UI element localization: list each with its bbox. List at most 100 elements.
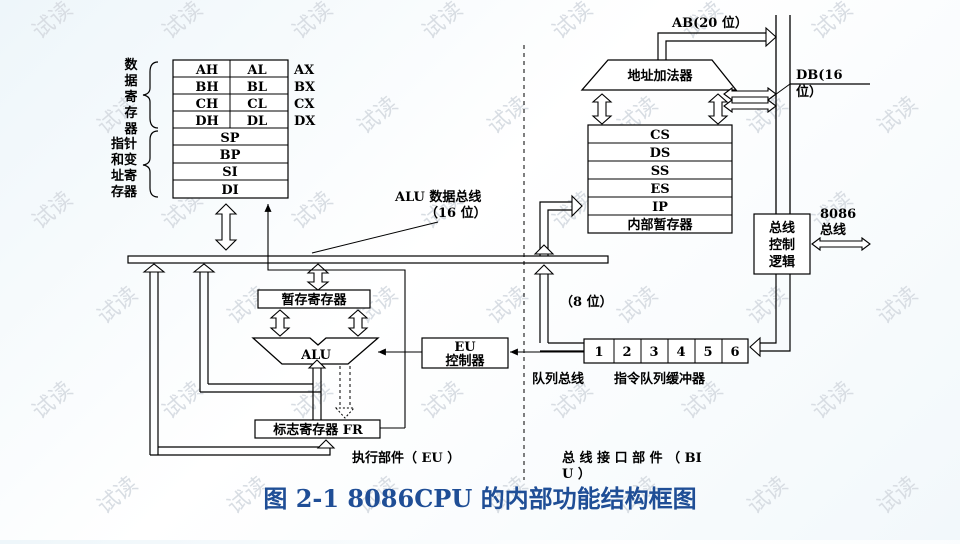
eu-controller-label-line1: EU bbox=[454, 340, 476, 355]
general-register-block: AH AL BH BL CH CL DH DL AX BX CX DX SP B… bbox=[172, 59, 316, 199]
address-bus-label: AB(20 位） bbox=[671, 15, 748, 31]
watermark-text: 试读 bbox=[808, 0, 858, 45]
flag-register bbox=[254, 419, 381, 439]
svg-text:指针: 指针 bbox=[111, 136, 137, 152]
alu-bus-width-label: （16 位） bbox=[425, 205, 487, 221]
bus-control-label-3: 逻辑 bbox=[769, 254, 795, 270]
instruction-queue-label: 指令队列缓冲器 bbox=[614, 371, 706, 387]
watermark-text: 试读 bbox=[28, 377, 78, 424]
svg-text:器: 器 bbox=[123, 122, 138, 137]
external-bus-label-line2: 总线 bbox=[820, 222, 846, 238]
register-ah: AH bbox=[195, 63, 218, 78]
watermark-text: 试读 bbox=[808, 377, 858, 424]
register-ss: SS bbox=[651, 164, 670, 179]
watermark-text: 试读 bbox=[743, 282, 793, 329]
bus-temp-arrow bbox=[306, 263, 330, 291]
flag-register-label: 标志寄存器 FR bbox=[272, 422, 363, 438]
svg-text:和变: 和变 bbox=[111, 152, 137, 168]
biu-unit-label-line1: 总 线 接 口 部 件 （ BI bbox=[562, 450, 702, 466]
watermark-text: 试读 bbox=[288, 0, 338, 45]
queue-slot-6: 6 bbox=[730, 345, 739, 360]
external-bus-arrow bbox=[811, 236, 871, 252]
register-bp: BP bbox=[220, 148, 241, 163]
watermark-text: 试读 bbox=[93, 472, 143, 519]
register-sp: SP bbox=[220, 131, 239, 146]
eu-controller bbox=[421, 337, 509, 369]
register-dh: DH bbox=[195, 114, 219, 129]
queue-slot-3: 3 bbox=[649, 345, 658, 360]
data-register-brace bbox=[142, 61, 159, 129]
svg-text:址寄: 址寄 bbox=[111, 168, 137, 184]
watermark-text: 试读 bbox=[418, 377, 468, 424]
temp-alu-arrow-left bbox=[269, 309, 291, 337]
register-di: DI bbox=[221, 183, 238, 198]
biu-unit-label-line2: U ） bbox=[562, 466, 591, 482]
watermark-text: 试读 bbox=[353, 92, 403, 139]
queue-slot-4: 4 bbox=[676, 345, 685, 360]
data-register-label: 数 据 寄 存 器 bbox=[123, 57, 138, 137]
watermark-text: 试读 bbox=[873, 282, 923, 329]
register-cs: CS bbox=[650, 128, 670, 143]
watermark-text: 试读 bbox=[483, 92, 533, 139]
register-ax: AX bbox=[293, 63, 315, 78]
address-adder-label: 地址加法器 bbox=[627, 68, 693, 84]
register-si: SI bbox=[222, 165, 237, 180]
eu-controller-label-line2: 控制器 bbox=[445, 353, 485, 369]
pointer-register-brace bbox=[142, 130, 159, 198]
register-bh: BH bbox=[195, 80, 218, 95]
queue-slot-5: 5 bbox=[703, 345, 712, 360]
watermark-text: 试读 bbox=[28, 187, 78, 234]
pointer-register-label: 指针 和变 址寄 存器 bbox=[111, 136, 138, 200]
register-bx: BX bbox=[294, 80, 316, 95]
data-bus-label-line1: DB(16 bbox=[796, 68, 843, 83]
instruction-queue: 1 2 3 4 5 6 bbox=[583, 338, 749, 364]
queue-bus-label: 队列总线 bbox=[532, 371, 584, 387]
register-cl: CL bbox=[247, 97, 267, 112]
watermark-text: 试读 bbox=[158, 0, 208, 45]
external-bus-label-line1: 8086 bbox=[820, 207, 856, 222]
watermark-text: 试读 bbox=[873, 472, 923, 519]
register-ds: DS bbox=[650, 146, 671, 161]
bus-control-label-2: 控制 bbox=[769, 237, 795, 253]
alu-data-bus bbox=[127, 255, 609, 264]
queue-slot-1: 1 bbox=[594, 345, 603, 360]
bus-control-label-1: 总线 bbox=[769, 220, 795, 236]
temp-register bbox=[257, 289, 371, 309]
queue-bus-width-label: （8 位） bbox=[560, 294, 613, 310]
watermark-text: 试读 bbox=[548, 0, 598, 45]
alu-label: ALU bbox=[300, 348, 332, 363]
register-ch: CH bbox=[196, 97, 219, 112]
register-cx: CX bbox=[294, 97, 315, 112]
svg-text:据: 据 bbox=[124, 73, 137, 89]
svg-text:数: 数 bbox=[124, 57, 138, 73]
watermark-text: 试读 bbox=[418, 0, 468, 45]
register-al: AL bbox=[246, 63, 266, 78]
segment-register-block: CS DS SS ES IP 内部暂存器 bbox=[587, 124, 733, 234]
figure-caption: 图 2-1 8086CPU 的内部功能结构框图 bbox=[263, 484, 696, 513]
address-adder bbox=[580, 59, 738, 91]
watermark-text: 试读 bbox=[288, 187, 338, 234]
queue-slot-2: 2 bbox=[622, 345, 631, 360]
address-bus-arrow bbox=[765, 26, 777, 48]
register-dl: DL bbox=[247, 114, 267, 129]
watermark-text: 试读 bbox=[483, 282, 533, 329]
alu-bus-label: ALU 数据总线 bbox=[394, 189, 481, 205]
internal-temp-register: 内部暂存器 bbox=[627, 217, 693, 233]
watermark-text: 试读 bbox=[93, 282, 143, 329]
register-dx: DX bbox=[294, 114, 316, 129]
watermark-text: 试读 bbox=[613, 282, 663, 329]
data-bus-label-line2: 位） bbox=[796, 84, 822, 100]
eu-unit-label: 执行部件（ EU ） bbox=[352, 450, 460, 466]
register-es: ES bbox=[650, 182, 669, 197]
svg-text:存器: 存器 bbox=[111, 184, 138, 200]
svg-text:存: 存 bbox=[124, 105, 137, 121]
watermark-text: 试读 bbox=[28, 0, 78, 45]
register-bus-arrow bbox=[214, 203, 238, 251]
watermark-text: 试读 bbox=[873, 92, 923, 139]
temp-alu-arrow-right bbox=[347, 309, 369, 337]
svg-text:寄: 寄 bbox=[124, 89, 137, 105]
register-bl: BL bbox=[247, 80, 267, 95]
alu-bus-pointer bbox=[311, 221, 439, 254]
alu-unit bbox=[251, 337, 380, 365]
